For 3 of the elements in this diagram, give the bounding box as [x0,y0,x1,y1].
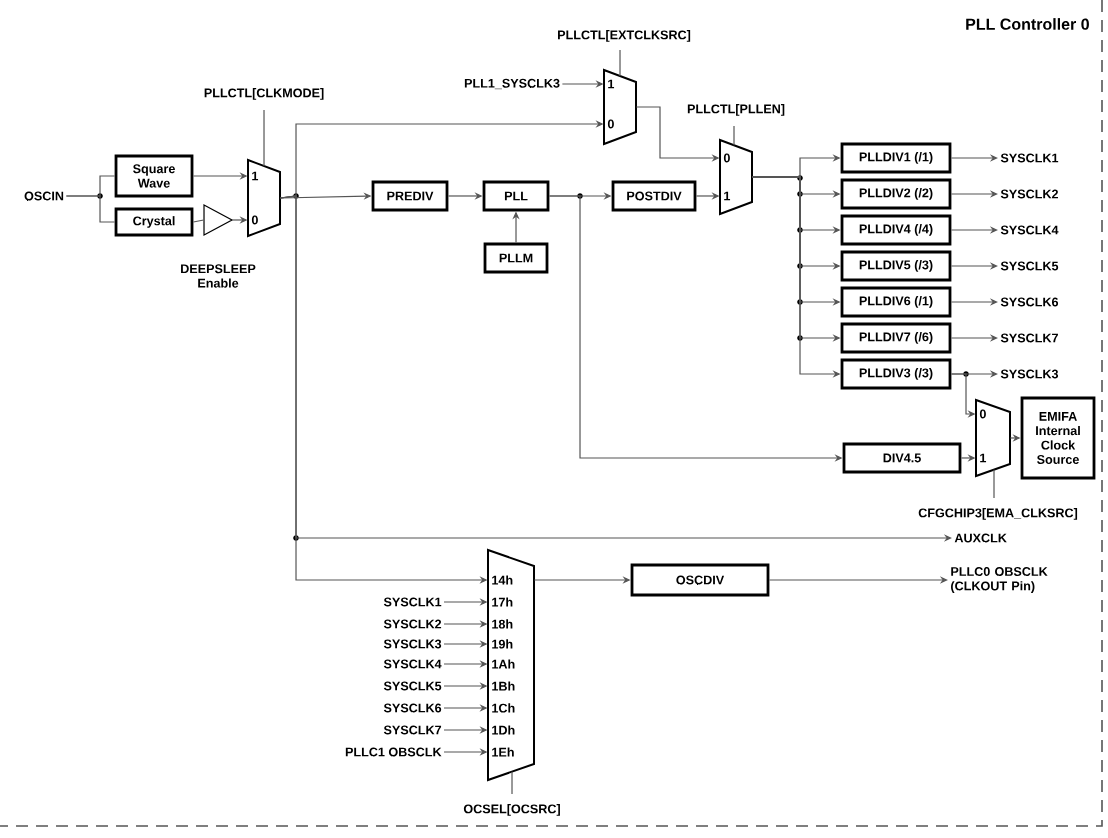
connector-line [65,195,116,223]
connector-line [192,219,205,223]
panel-title: PLL Controller 0 [966,18,1089,30]
